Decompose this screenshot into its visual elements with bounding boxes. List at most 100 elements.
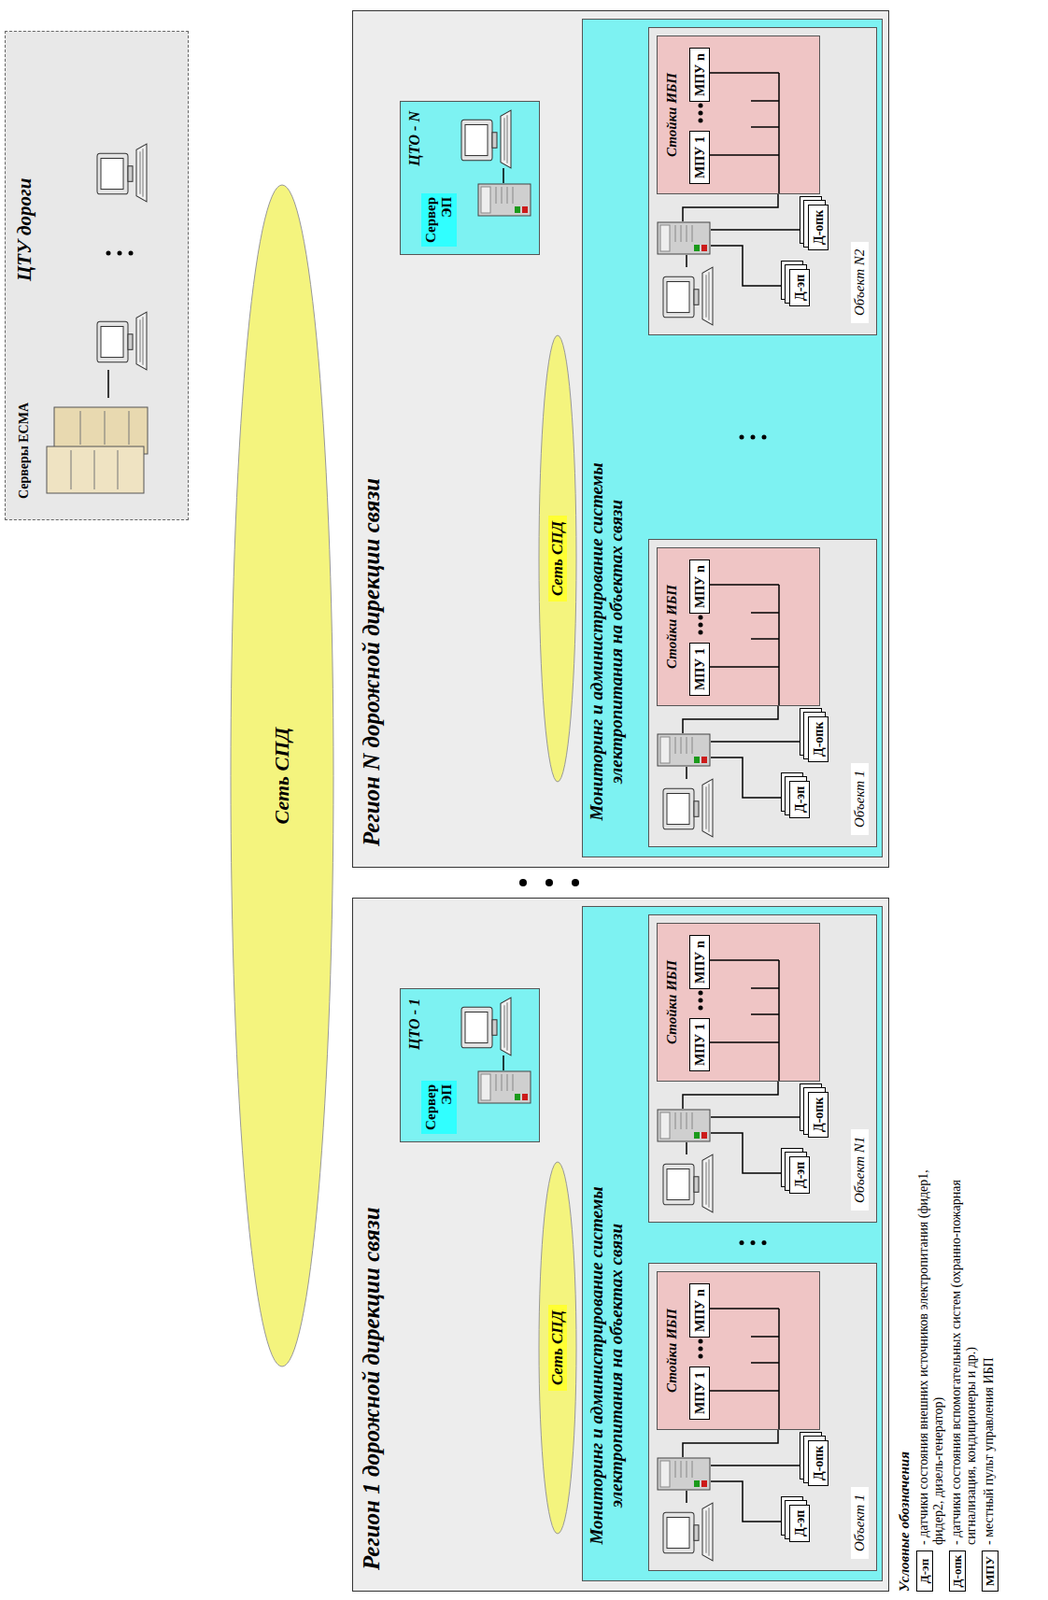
- sensor-box: Д-эп: [789, 1504, 810, 1543]
- legend-text: - датчики состояния вспомогательных сист…: [948, 1152, 979, 1545]
- server-icon: [656, 1108, 711, 1143]
- monitoring-box: Мониторинг и администрирование системы э…: [581, 18, 883, 858]
- sensor-label: Д-эп: [793, 1510, 808, 1537]
- server-tag: Сервер ЭП: [421, 1080, 457, 1134]
- rack-label: Стойки ИБП: [664, 72, 680, 157]
- workstation-icon: [458, 997, 513, 1056]
- legend-sample: Д-опк: [948, 1550, 966, 1592]
- sensor-label: Д-опк: [811, 722, 826, 757]
- control-panel-box: МПУ 1: [689, 1018, 710, 1072]
- cto-box: ЦТО - N Сервер ЭП: [399, 100, 540, 255]
- workstation-icon: [660, 267, 715, 326]
- workstation-icon: [660, 778, 715, 837]
- server-icon: [656, 1457, 711, 1491]
- panel-label: МПУ n: [693, 940, 708, 984]
- ups-rack-box: Стойки ИБП МПУ n МПУ 1: [656, 1271, 821, 1431]
- legend-row: МПУ - местный пульт управления ИБП: [981, 1012, 999, 1592]
- network-cloud: Сеть СПД: [229, 184, 335, 1368]
- cto-title: ЦТО - 1: [406, 998, 423, 1050]
- center-title: ЦТУ дороги: [13, 178, 36, 282]
- site-box: Объект 1 Стойки ИБП МПУ n МПУ 1 Д-эп Д-опк: [648, 1262, 878, 1572]
- legend-sample: Д-эп: [916, 1550, 934, 1592]
- control-panel-box: МПУ 1: [689, 642, 710, 696]
- network-label: Сеть СПД: [548, 515, 567, 602]
- rack-label: Стойки ИБП: [664, 584, 680, 669]
- legend-box: Условные обозначенияД-эп - датчики состоя…: [896, 1012, 1002, 1592]
- rack-label: Стойки ИБП: [664, 960, 680, 1045]
- network-label: Сеть СПД: [269, 722, 295, 831]
- server-tag: Сервер ЭП: [421, 193, 457, 247]
- site-label: Объект N1: [850, 1129, 869, 1211]
- ups-rack-box: Стойки ИБП МПУ n МПУ 1: [656, 547, 821, 707]
- site-box: Объект N1 Стойки ИБП МПУ n МПУ 1 Д-эп Д-опк: [648, 914, 878, 1223]
- center-box: ЦТУ дорогиСерверы ЕСМА: [4, 30, 189, 521]
- network-ellipse-box: Сеть СПД: [538, 1161, 578, 1535]
- control-panel-box: МПУ 1: [689, 1366, 710, 1420]
- legend-row: Д-эп - датчики состояния внешних источник…: [916, 1012, 947, 1592]
- legend-text: - местный пульт управления ИБП: [981, 1357, 997, 1545]
- ups-bus: [657, 1270, 822, 1430]
- workstation-icon: [94, 311, 149, 370]
- ups-bus: [657, 34, 822, 194]
- workstation-icon: [660, 1154, 715, 1213]
- sensor-box: Д-опк: [807, 204, 829, 251]
- panel-label: МПУ n: [693, 53, 708, 97]
- server-icon: [477, 183, 532, 217]
- site-label: Объект 1: [850, 763, 869, 836]
- site-label: Объект 1: [850, 1487, 869, 1559]
- region-box: Регион 1 дорожной дирекции связиЦТО - 1С…: [352, 897, 890, 1592]
- workstation-icon: [458, 110, 513, 169]
- server-group-label: Серверы ЕСМА: [16, 402, 31, 499]
- control-panel-box: МПУ 1: [689, 130, 710, 185]
- ups-bus: [657, 546, 822, 706]
- sensor-box: Д-опк: [807, 1440, 829, 1487]
- monitoring-box: Мониторинг и администрирование системы э…: [581, 906, 883, 1582]
- server-icon: [656, 221, 711, 255]
- cto-box: ЦТО - 1 Сервер ЭП: [399, 988, 540, 1143]
- panel-label: МПУ n: [693, 565, 708, 609]
- site-box: Объект N2 Стойки ИБП МПУ n МПУ 1 Д-эп Д-опк: [648, 27, 878, 336]
- sensor-label: Д-эп: [793, 274, 808, 301]
- legend-sample: МПУ: [981, 1550, 999, 1592]
- panel-label: МПУ 1: [693, 648, 708, 691]
- label-holder: Серверы ЕСМА: [14, 402, 32, 499]
- site-label: Объект N2: [850, 241, 869, 324]
- monitoring-title: Мониторинг и администрирование системы э…: [586, 436, 626, 848]
- network-label: Сеть СПД: [548, 1304, 567, 1391]
- region-title: Регион N дорожной дирекции связи: [358, 478, 384, 847]
- site-box: Объект 1 Стойки ИБП МПУ n МПУ 1 Д-эп Д-опк: [648, 538, 878, 848]
- server-rack-icon: [42, 397, 156, 501]
- workstation-icon: [94, 143, 149, 202]
- sensor-box: Д-опк: [807, 716, 829, 763]
- sensor-box: Д-эп: [789, 780, 810, 819]
- server-label: Сервер ЭП: [423, 1084, 455, 1131]
- control-panel-box: МПУ n: [689, 559, 710, 614]
- workstation-icon: [660, 1502, 715, 1561]
- control-panel-box: МПУ n: [689, 934, 710, 990]
- panel-label: МПУ 1: [693, 1372, 708, 1415]
- monitoring-title: Мониторинг и администрирование системы э…: [586, 1160, 626, 1572]
- ups-bus: [657, 921, 822, 1081]
- control-panel-box: МПУ n: [689, 47, 710, 102]
- sensor-label: Д-опк: [811, 1097, 826, 1133]
- ups-rack-box: Стойки ИБП МПУ n МПУ 1: [656, 922, 821, 1082]
- server-label: Сервер ЭП: [423, 197, 455, 243]
- server-icon: [656, 733, 711, 767]
- sensor-label: Д-эп: [793, 1161, 808, 1189]
- sensor-label: Д-опк: [811, 210, 826, 245]
- legend-row: Д-опк - датчики состояния вспомогательных…: [948, 1012, 979, 1592]
- panel-label: МПУ 1: [693, 136, 708, 179]
- sensor-label: Д-эп: [793, 786, 808, 813]
- control-panel-box: МПУ n: [689, 1283, 710, 1338]
- server-icon: [477, 1070, 532, 1105]
- legend-text: - датчики состояния внешних источников э…: [916, 1152, 947, 1545]
- cto-title: ЦТО - N: [406, 111, 423, 167]
- region-box: Регион N дорожной дирекции связи ЦТО - N С…: [352, 10, 890, 868]
- network-ellipse-box: Сеть СПД: [538, 334, 578, 783]
- legend-heading: Условные обозначения: [896, 1012, 913, 1592]
- panel-label: МПУ 1: [693, 1023, 708, 1066]
- rack-label: Стойки ИБП: [664, 1308, 680, 1393]
- sensor-label: Д-опк: [811, 1445, 826, 1481]
